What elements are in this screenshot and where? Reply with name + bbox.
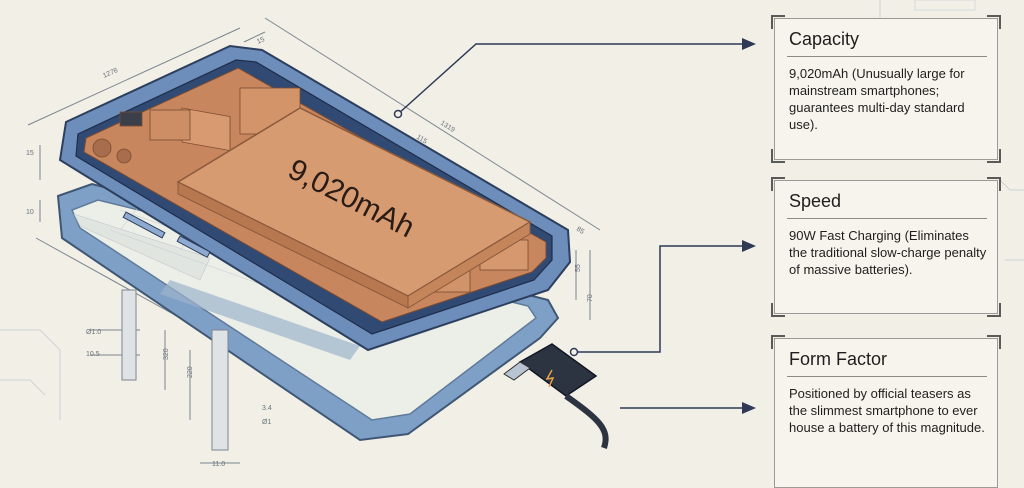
- dim-label: 85: [575, 226, 585, 236]
- phone-body: 9,020mAh: [58, 44, 572, 352]
- dim-label: 115: [415, 134, 428, 146]
- dim-label: 70: [587, 294, 594, 302]
- dim-label: 220: [187, 366, 194, 378]
- speed-title: Speed: [789, 191, 842, 211]
- dim-label: 10.5: [86, 351, 100, 358]
- dim-label: Ø1: [262, 419, 271, 426]
- capacity-title: Capacity: [789, 29, 860, 49]
- form-factor-title: Form Factor: [789, 349, 888, 369]
- speed-card: Speed 90W Fast Charging (Eliminates the …: [771, 177, 1001, 317]
- dim-label: 55: [575, 264, 582, 272]
- pcb-components: [92, 87, 529, 293]
- capacity-description: 9,020mAh (Unusually large for mainstream…: [789, 66, 965, 132]
- dim-label: 3.4: [262, 405, 272, 412]
- dim-label: 11.0: [212, 461, 225, 468]
- support-pillars: [121, 289, 229, 451]
- dim-label: 1278: [102, 67, 119, 80]
- dim-label: 15: [26, 150, 34, 157]
- speed-description: 90W Fast Charging (Eliminates the tradit…: [789, 228, 987, 277]
- dim-label: Ø1.0: [86, 329, 101, 336]
- leader-lines: [393, 38, 756, 414]
- capacity-card: Capacity 9,020mAh (Unusually large for m…: [771, 15, 1001, 163]
- dim-label: 10: [26, 209, 34, 216]
- phone-exploded-diagram: 1278 15 1319 115 15 10 Ø1.0 10.5 320 220…: [0, 0, 1024, 468]
- form-factor-description: Positioned by official teasers as the sl…: [789, 386, 985, 435]
- usb-c-cable: [503, 343, 609, 449]
- dim-label: 1319: [439, 120, 456, 134]
- form-factor-card: Form Factor Positioned by official tease…: [771, 335, 1001, 488]
- dim-label: 15: [256, 36, 266, 46]
- dim-label: 320: [163, 348, 170, 360]
